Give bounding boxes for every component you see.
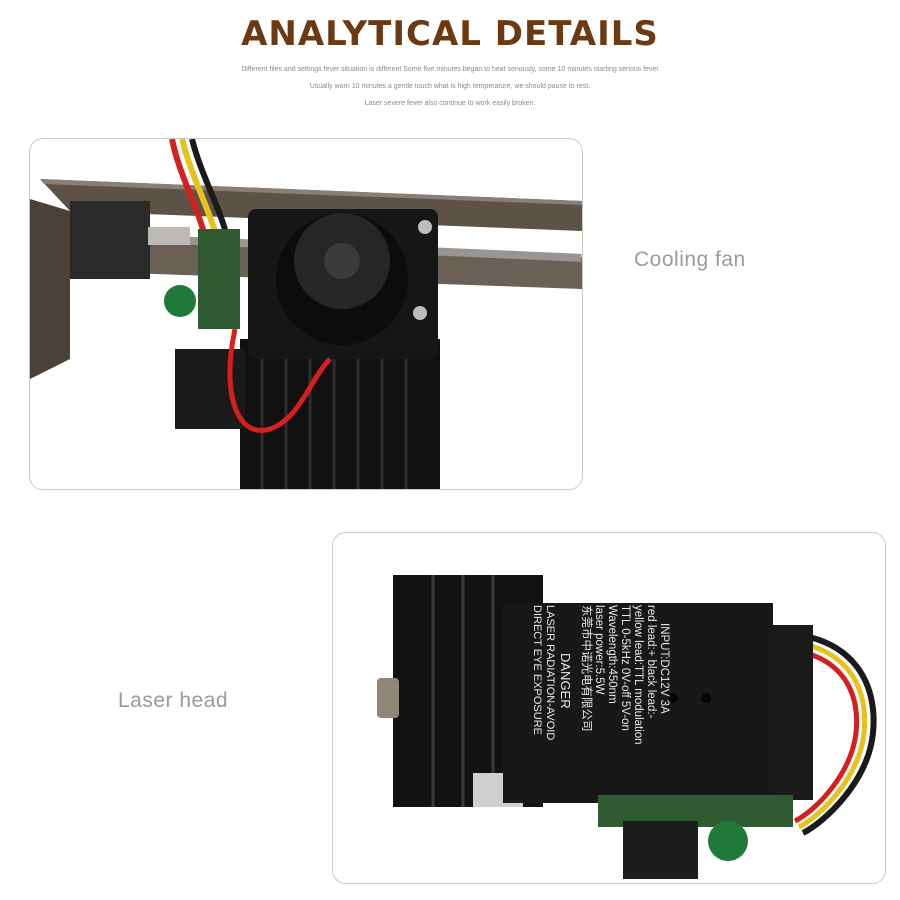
capacitor [164,285,196,317]
laser-head-photo-card: INPUT:DC12V 3A red lead:+ black lead:- y… [332,532,886,884]
label-line: TTL 0-5kHz 0V-off 5V-on [619,605,631,731]
side-block [175,349,245,429]
capacitor [708,821,748,861]
rail-frame-left [30,199,70,379]
description-line-2: Usually worn 10 minutes a gentle touch w… [309,83,591,90]
bottom-block [623,821,698,879]
cooling-fan-caption: Cooling fan [634,248,746,271]
cable-black [772,630,877,836]
label-line: laser power:5.5W [593,605,605,695]
label-line: INPUT:DC12V 3A [658,623,670,714]
motor-shaft [148,227,190,245]
fan-center [324,243,360,279]
heatsink [240,339,440,489]
fan-screw [413,306,427,320]
danger-line: LASER RADIATION-AVOID [544,605,556,740]
laser-label: INPUT:DC12V 3A red lead:+ black lead:- y… [531,605,670,745]
cooling-fan-photo-card [29,138,583,490]
label-line: 东莞市中诺光电有限公司 [580,605,594,732]
fan-screw [418,220,432,234]
lens-knob [377,678,399,718]
cooling-fan-photo [30,139,582,489]
page-title: ANALYTICAL DETAILS [241,14,659,54]
laser-body [503,603,773,803]
heatsink-fins [260,339,408,489]
laser-head-caption: Laser head [118,689,229,712]
danger-title: DANGER [558,653,573,709]
driver-pcb [198,229,240,329]
laser-head-photo: INPUT:DC12V 3A red lead:+ black lead:- y… [377,575,877,879]
label-line: yellow lead:TTL modulation [632,605,644,745]
danger-line: DIRECT EYE EXPOSURE [531,605,543,735]
description-line-1: Different files and settings fever situa… [241,66,659,73]
rail-frame-top [40,179,582,231]
stepper-motor [70,201,150,279]
cable-red [772,646,860,824]
mount-hole [668,693,678,703]
label-line: Wavelength:450nm [606,605,618,704]
label-line: red lead:+ black lead:- [645,605,657,719]
cable-yellow [772,638,868,830]
mount-hole [701,693,711,703]
rail-frame-top-highlight [40,179,582,205]
head-fin-grooves [431,575,495,807]
cable-loop-red [227,328,332,433]
description-line-3: Laser severe fever also continue to work… [364,100,536,107]
